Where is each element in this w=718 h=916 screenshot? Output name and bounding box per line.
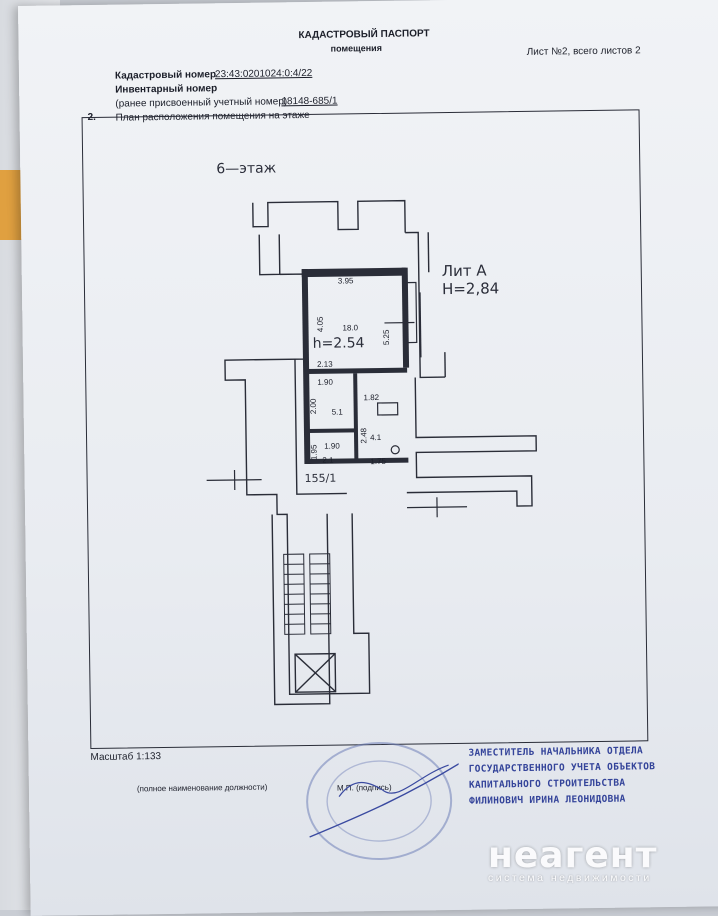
doc-subtitle: помещения xyxy=(331,43,382,54)
stamp-line: ГОСУДАРСТВЕННОГО УЧЕТА ОБЪЕКТОВ xyxy=(469,761,656,775)
plan-top-wall xyxy=(253,201,405,235)
dim-label: 3.95 xyxy=(338,276,354,285)
dim-label: 2.00 xyxy=(309,399,318,415)
dim-label: 18.0 xyxy=(342,323,358,332)
stamp-line: ФИЛИНОВИЧ ИРИНА ЛЕОНИДОВНА xyxy=(469,794,626,807)
cadastral-label: Кадастровый номер xyxy=(115,69,216,81)
watermark-logo: неагент xyxy=(488,835,658,876)
plan-right-lower xyxy=(405,376,537,508)
dim-label: 1.90 xyxy=(317,378,333,387)
scale-label: Масштаб 1:133 xyxy=(90,751,161,763)
background-object xyxy=(0,170,22,240)
plan-fixture-bath xyxy=(378,403,398,415)
dim-label: 1.82 xyxy=(363,393,379,402)
dim-label: 1.75 xyxy=(370,457,386,466)
plan-height-room: h=2.54 xyxy=(313,335,365,352)
prev-number-value: 18148-685/1 xyxy=(281,96,337,108)
dim-label: 4.1 xyxy=(370,433,381,442)
plan-fixture-sink xyxy=(391,446,399,454)
inventory-label: Инвентарный номер xyxy=(115,83,217,95)
cadastral-value: 23:43:0201024:0:4/22 xyxy=(215,68,312,80)
dim-label: 5.25 xyxy=(382,330,391,346)
doc-title: КАДАСТРОВЫЙ ПАСПОРТ xyxy=(298,28,429,41)
plan-wall-partition xyxy=(353,373,358,461)
dim-label: 2.13 xyxy=(317,360,333,369)
plan-lit-label: Лит А xyxy=(442,261,487,280)
plan-floor-label: 6—этаж xyxy=(216,160,276,177)
prev-number-label: (ранее присвоенный учетный номер) xyxy=(115,96,287,109)
sheet-number: Лист №2, всего листов 2 xyxy=(527,45,641,58)
plan-unit-number: 155/1 xyxy=(305,472,337,485)
plan-wall-bath xyxy=(308,428,356,433)
dim-label: 2.1 xyxy=(322,456,333,465)
dim-label: 1.95 xyxy=(309,445,318,461)
stamp-line: КАПИТАЛЬНОГО СТРОИТЕЛЬСТВА xyxy=(469,778,626,791)
plan-wall-left xyxy=(302,269,311,464)
plan-stair-block xyxy=(272,514,330,705)
dim-label: 2.48 xyxy=(359,428,368,444)
watermark-subtitle: система недвижимости xyxy=(488,872,652,884)
plan-stairs xyxy=(284,554,331,635)
dim-label: 5.1 xyxy=(332,408,343,417)
dim-label: 1.90 xyxy=(324,442,340,451)
plan-right-thin xyxy=(428,232,429,272)
stamp-line: ЗАМЕСТИТЕЛЬ НАЧАЛЬНИКА ОТДЕЛА xyxy=(468,745,643,758)
official-seal-icon xyxy=(298,735,460,867)
position-caption: (полное наименование должности) xyxy=(137,783,268,794)
dim-label: 4.05 xyxy=(316,316,325,332)
document-page: КАДАСТРОВЫЙ ПАСПОРТ помещения Лист №2, в… xyxy=(18,0,718,916)
plan-right-upper xyxy=(405,232,445,378)
plan-height-total: Н=2,84 xyxy=(442,279,499,298)
plan-left-column xyxy=(259,234,280,274)
